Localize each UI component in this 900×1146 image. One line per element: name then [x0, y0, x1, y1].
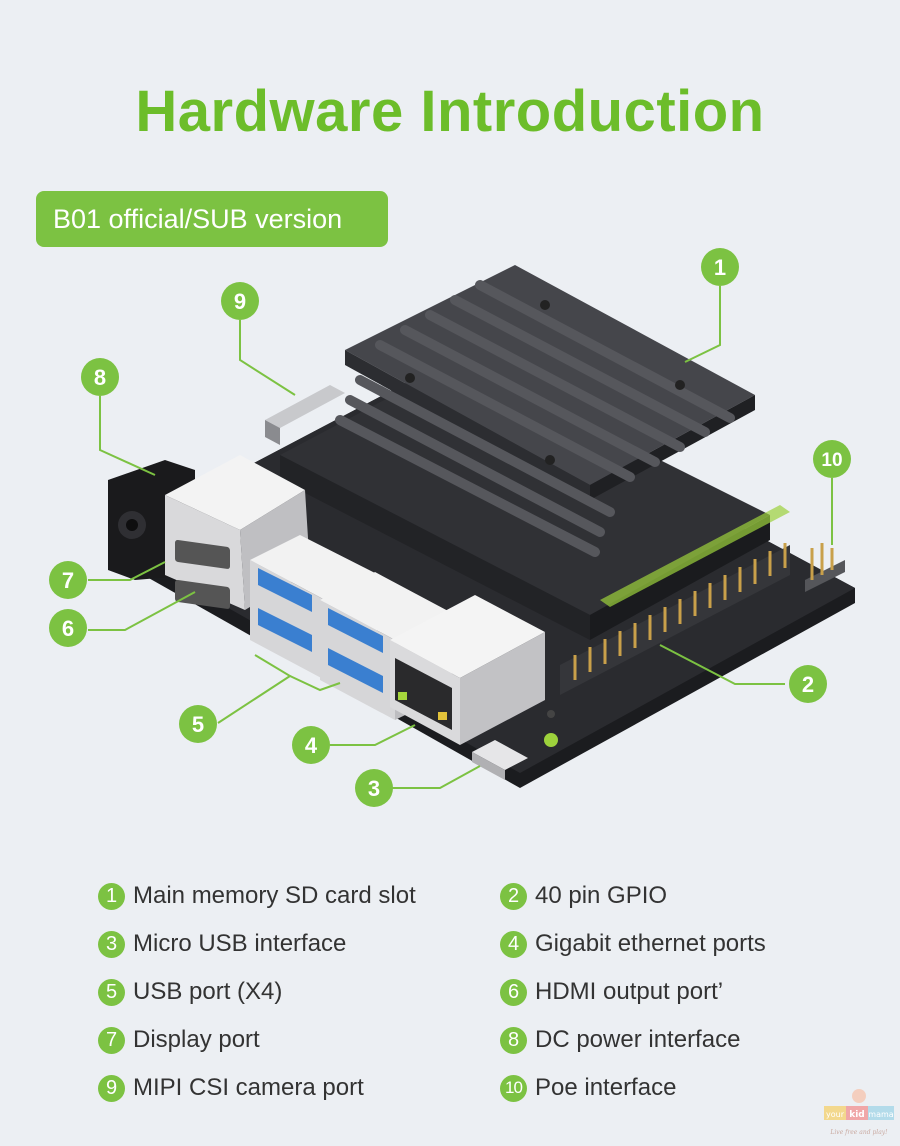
legend-label: HDMI output port’ — [535, 978, 724, 1005]
svg-text:4: 4 — [305, 733, 318, 758]
callout-6: 6 — [49, 609, 87, 647]
svg-text:your: your — [826, 1110, 845, 1119]
micro-usb-port — [472, 740, 528, 780]
legend-label: Micro USB interface — [133, 930, 347, 957]
gpio-header — [560, 543, 790, 695]
callout-4: 4 — [292, 726, 330, 764]
version-badge: B01 official/SUB version — [36, 191, 388, 247]
svg-text:mama: mama — [868, 1110, 893, 1119]
legend-item-5: 5 USB port (X4) — [98, 978, 282, 1006]
svg-text:3: 3 — [368, 776, 380, 801]
legend-number: 10 — [500, 1074, 527, 1102]
callout-3: 3 — [355, 769, 393, 807]
legend-label: USB port (X4) — [133, 978, 283, 1005]
svg-text:1: 1 — [714, 255, 726, 280]
legend-item-3: 3 Micro USB interface — [98, 930, 346, 958]
legend-number: 1 — [98, 882, 125, 910]
legend-label: DC power interface — [535, 1026, 741, 1053]
svg-text:8: 8 — [94, 365, 106, 390]
svg-text:6: 6 — [62, 616, 74, 641]
legend-item-6: 6 HDMI output port’ — [500, 978, 723, 1006]
callout-lines — [88, 286, 833, 789]
callout-10: 10 — [813, 440, 851, 478]
legend-label: 40 pin GPIO — [535, 882, 668, 909]
svg-text:9: 9 — [234, 289, 246, 314]
legend-number: 7 — [98, 1026, 125, 1054]
legend-item-10: 10 Poe interface — [500, 1074, 676, 1102]
camera-connector — [265, 385, 345, 445]
callout-9: 9 — [221, 282, 259, 320]
callout-2: 2 — [789, 665, 827, 703]
legend-label: Display port — [133, 1026, 260, 1053]
legend-label: Main memory SD card slot — [133, 882, 416, 909]
legend-item-1: 1 Main memory SD card slot — [98, 882, 416, 910]
svg-text:5: 5 — [192, 712, 204, 737]
heatsink — [280, 265, 770, 640]
svg-text:7: 7 — [62, 568, 74, 593]
legend-label: Gigabit ethernet ports — [535, 930, 766, 957]
callout-1: 1 — [701, 248, 739, 286]
legend-number: 9 — [98, 1074, 125, 1102]
legend-number: 2 — [500, 882, 527, 910]
legend-item-9: 9 MIPI CSI camera port — [98, 1074, 364, 1102]
legend-number: 8 — [500, 1026, 527, 1054]
legend-number: 5 — [98, 978, 125, 1006]
page-title: Hardware Introduction — [135, 79, 765, 144]
legend-label: Poe interface — [535, 1074, 677, 1101]
callout-5: 5 — [179, 705, 217, 743]
callout-8: 8 — [81, 358, 119, 396]
legend-item-2: 2 40 pin GPIO — [500, 882, 667, 910]
legend-item-8: 8 DC power interface — [500, 1026, 740, 1054]
legend-item-7: 7 Display port — [98, 1026, 260, 1054]
watermark-logo: your kid mama Live free and play! — [824, 1089, 894, 1136]
legend-number: 3 — [98, 930, 125, 958]
svg-text:10: 10 — [821, 450, 842, 471]
legend-item-4: 4 Gigabit ethernet ports — [500, 930, 766, 958]
legend-number: 4 — [500, 930, 527, 958]
svg-text:Live free and play!: Live free and play! — [829, 1129, 888, 1136]
svg-text:kid: kid — [849, 1110, 865, 1120]
board-diagram: 1 9 8 10 7 6 2 5 4 3 — [49, 248, 855, 807]
legend-label: MIPI CSI camera port — [133, 1074, 364, 1101]
legend-number: 6 — [500, 978, 527, 1006]
callout-7: 7 — [49, 561, 87, 599]
ethernet-port — [390, 595, 545, 745]
module-edge — [600, 505, 790, 607]
poe-header — [805, 543, 845, 592]
svg-text:2: 2 — [802, 672, 814, 697]
